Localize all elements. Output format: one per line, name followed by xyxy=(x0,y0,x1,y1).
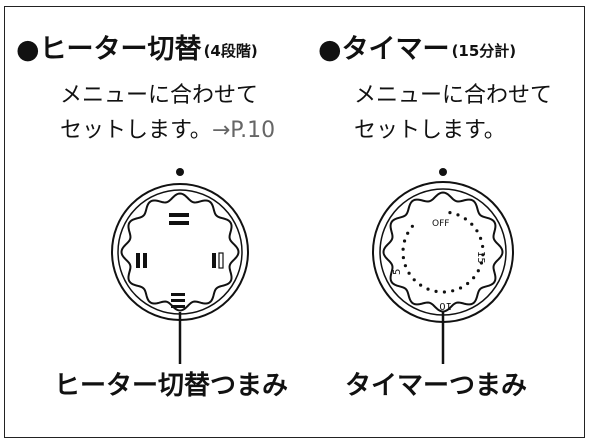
timer-15-label: 15 xyxy=(475,251,486,264)
timer-indicator-dot xyxy=(439,168,447,176)
heater-indicator-dot xyxy=(176,168,184,176)
timer-knob: OFF 15 10 5 xyxy=(372,168,514,364)
timer-dial-dot xyxy=(442,290,446,294)
timer-dial-dot xyxy=(475,229,479,233)
timer-dial-dot xyxy=(481,253,485,257)
timer-dial-dot xyxy=(481,244,485,249)
timer-dial-dot xyxy=(401,255,405,260)
heater-desc-text: セットします。 xyxy=(60,118,212,143)
timer-knob-grip xyxy=(382,191,504,313)
timer-dial-dot xyxy=(478,236,483,240)
timer-dial-dot xyxy=(406,231,410,235)
timer-desc-line2: セットします。 xyxy=(354,118,506,143)
heater-note: (4段階) xyxy=(203,41,258,60)
timer-dial-dots xyxy=(401,211,485,294)
timer-note: (15分計) xyxy=(451,41,517,60)
timer-dial-dot xyxy=(476,269,480,273)
timer-dial-dot xyxy=(479,261,484,265)
timer-dial-dot xyxy=(407,271,411,275)
timer-dial-dot xyxy=(458,286,463,290)
timer-5-label: 5 xyxy=(392,269,403,275)
timer-dial-dot xyxy=(466,281,470,286)
timer-dial-dot xyxy=(419,283,423,287)
heater-page-ref: →P.10 xyxy=(211,118,276,143)
timer-bullet: ● xyxy=(318,34,342,65)
timer-dial-dot xyxy=(463,217,467,221)
heater-knob-grip xyxy=(120,192,240,312)
timer-dial-dot xyxy=(412,278,416,282)
timer-dial-dot xyxy=(470,222,474,226)
timer-dial-dot xyxy=(456,213,460,217)
timer-dial-dot xyxy=(403,264,408,268)
timer-title: タイマー xyxy=(341,34,450,65)
heater-setting-bottom-icon xyxy=(171,293,185,308)
timer-dial-dot xyxy=(426,287,430,291)
figure-frame xyxy=(4,6,585,438)
timer-dial-dot xyxy=(434,289,438,293)
heater-setting-right-icon xyxy=(212,252,224,269)
timer-dial-dot xyxy=(402,239,407,243)
timer-desc-line1: メニューに合わせて xyxy=(354,83,553,108)
timer-dial-dot xyxy=(472,276,476,280)
timer-heading: ●タイマー(15分計) xyxy=(318,34,516,67)
heater-knob-label: ヒーター切替つまみ xyxy=(54,371,289,401)
heater-setting-left-icon xyxy=(136,253,147,268)
timer-knob-label: タイマーつまみ xyxy=(345,371,528,401)
timer-dial-dot xyxy=(401,247,405,251)
heater-heading: ●ヒーター切替(4段階) xyxy=(16,34,258,67)
timer-dial-dot xyxy=(448,211,452,215)
timer-off-label: OFF xyxy=(432,219,449,229)
heater-bullet: ● xyxy=(16,34,40,65)
heater-title: ヒーター切替 xyxy=(39,34,202,65)
heater-knob xyxy=(111,168,249,364)
heater-desc-line2: セットします。→P.10 xyxy=(60,114,275,148)
timer-10-label: 10 xyxy=(439,300,452,311)
timer-dial-dot xyxy=(410,224,414,228)
heater-setting-top-icon xyxy=(169,213,189,225)
timer-dial-dot xyxy=(451,289,455,293)
heater-desc-line1: メニューに合わせて xyxy=(60,83,259,108)
